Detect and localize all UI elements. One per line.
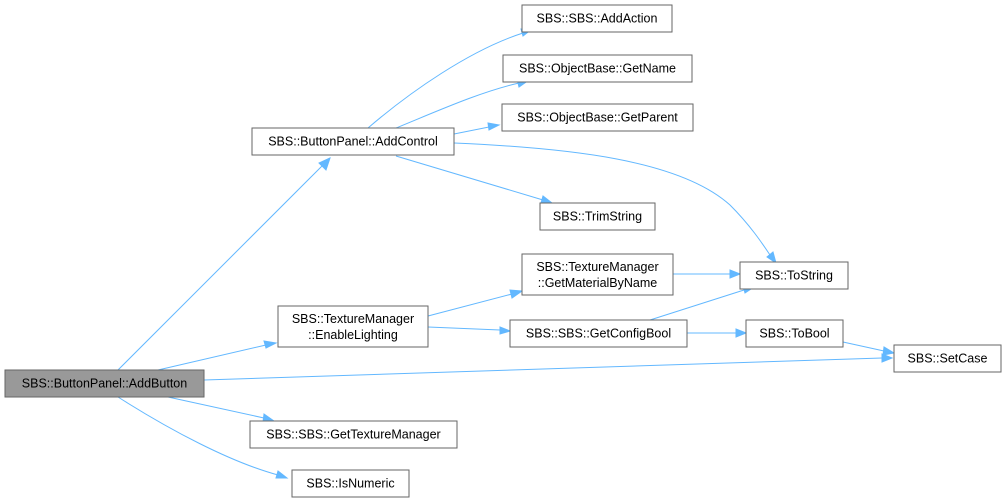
node-label: SBS::SBS::GetTextureManager <box>266 428 440 442</box>
edge-add-button-to-get-texture-manager <box>167 396 276 423</box>
edges <box>117 28 896 479</box>
node-trim-string[interactable]: SBS::TrimString <box>539 202 656 231</box>
node-get-name[interactable]: SBS::ObjectBase::GetName <box>502 54 693 83</box>
node-add-control[interactable]: SBS::ButtonPanel::AddControl <box>251 127 455 156</box>
node-label: SBS::IsNumeric <box>306 477 394 491</box>
node-label: SBS::TextureManager <box>292 312 414 326</box>
edge-add-control-to-trim-string <box>395 155 554 204</box>
edge-get-material-by-name-to-to-string <box>673 269 742 279</box>
node-label: SBS::ToString <box>755 269 833 283</box>
node-label: SBS::ToBool <box>759 327 829 341</box>
node-get-config-bool[interactable]: SBS::SBS::GetConfigBool <box>509 319 688 348</box>
node-label: SBS::SBS::AddAction <box>537 12 658 26</box>
edge-add-button-to-enable-lighting <box>157 340 278 371</box>
edge-add-control-to-to-string <box>453 142 777 265</box>
node-label: SBS::ObjectBase::GetParent <box>517 111 678 125</box>
node-get-material-by-name[interactable]: SBS::TextureManager ::GetMaterialByName <box>521 253 674 296</box>
edge-get-config-bool-to-to-bool <box>687 328 748 338</box>
node-label: SBS::ObjectBase::GetName <box>519 62 676 76</box>
node-to-bool[interactable]: SBS::ToBool <box>745 319 844 348</box>
node-set-case[interactable]: SBS::SetCase <box>893 344 1002 373</box>
node-label: SBS::ButtonPanel::AddControl <box>268 135 438 149</box>
node-label: ::GetMaterialByName <box>538 276 658 290</box>
edge-add-button-to-add-control <box>117 157 331 371</box>
node-get-texture-manager[interactable]: SBS::SBS::GetTextureManager <box>249 420 458 449</box>
node-label: SBS::TrimString <box>553 210 642 224</box>
node-is-numeric[interactable]: SBS::IsNumeric <box>291 469 410 498</box>
node-label: SBS::TextureManager <box>536 260 658 274</box>
edge-add-button-to-set-case <box>203 353 894 381</box>
edge-add-button-to-is-numeric <box>117 396 289 479</box>
node-label: SBS::ButtonPanel::AddButton <box>22 377 187 391</box>
edge-add-control-to-get-parent <box>453 122 501 135</box>
nodes: SBS::ButtonPanel::AddButton SBS::ButtonP… <box>4 4 1002 498</box>
node-get-parent[interactable]: SBS::ObjectBase::GetParent <box>501 103 694 132</box>
edge-to-bool-to-set-case <box>842 341 896 356</box>
node-to-string[interactable]: SBS::ToString <box>739 261 849 290</box>
node-label: ::EnableLighting <box>308 328 398 342</box>
node-label: SBS::SetCase <box>908 352 988 366</box>
node-enable-lighting[interactable]: SBS::TextureManager ::EnableLighting <box>277 305 429 348</box>
node-label: SBS::SBS::GetConfigBool <box>526 327 671 341</box>
node-add-action[interactable]: SBS::SBS::AddAction <box>521 4 673 33</box>
edge-enable-lighting-to-get-config-bool <box>427 326 512 335</box>
edge-enable-lighting-to-get-material-by-name <box>427 289 524 317</box>
node-add-button[interactable]: SBS::ButtonPanel::AddButton <box>4 369 205 398</box>
